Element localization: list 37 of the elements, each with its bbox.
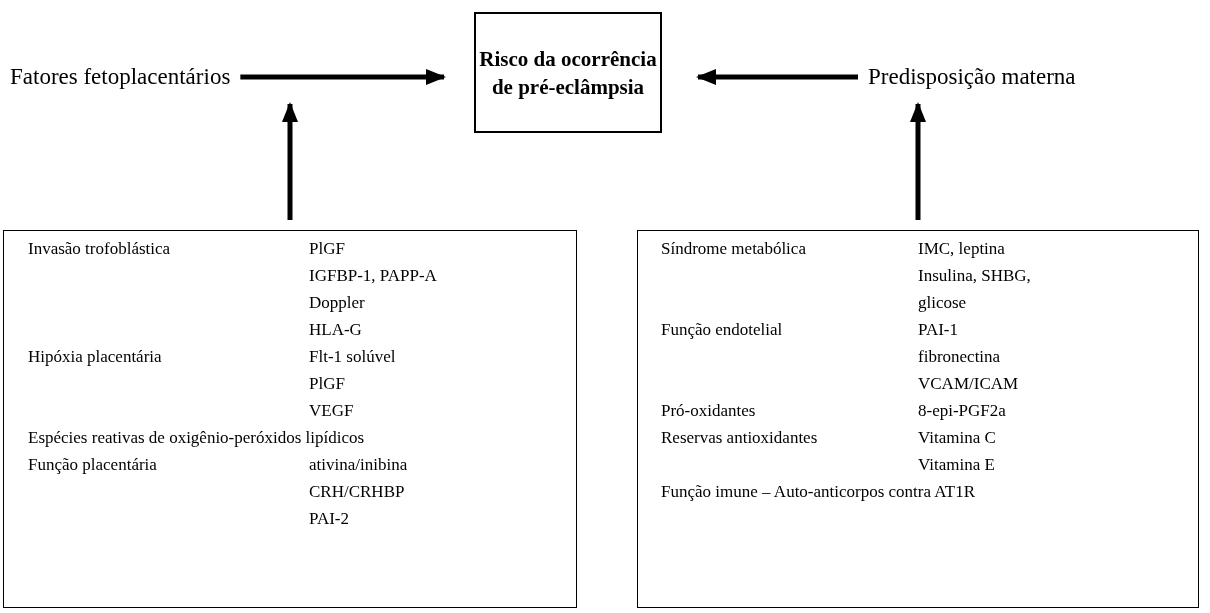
title-text: Risco da ocorrência de pré-eclâmpsia [478,45,658,101]
arrow [696,69,858,85]
factor-group-label: Fatores fetoplacentários [10,64,231,89]
marker-label: PAI-1 [918,319,959,341]
marker-label: VEGF [309,400,355,422]
marker-label: IGFBP-1, PAPP-A [309,265,438,287]
marker-label: Insulina, SHBG, glicose [918,265,1032,314]
marker-label: IMC, leptina [918,238,1006,260]
marker-label: PAI-2 [309,508,350,530]
factor-box [637,230,1199,608]
arrow [282,102,298,220]
marker-label: PlGF [309,373,346,395]
factor-group-label: Predisposição materna [868,64,1076,89]
marker-label: Flt-1 solúvel [309,346,397,368]
marker-label: PlGF [309,238,346,260]
marker-label: Vitamina C [918,427,997,449]
marker-label: ativina/inibina [309,454,409,476]
factor-label: Função imune – Auto-anticorpos contra AT1R [661,481,976,503]
marker-label: VCAM/ICAM [918,373,1020,395]
marker-label: 8-epi-PGF2a [918,400,1007,422]
marker-label: HLA-G [309,319,363,341]
arrow [910,102,926,220]
marker-label: CRH/CRHBP [309,481,406,503]
factor-label: Reservas antioxidantes [661,427,819,449]
factor-label: Síndrome metabólica [661,238,807,260]
marker-label: fibronectina [918,346,1002,368]
factor-label: Hipóxia placentária [28,346,163,368]
factor-box [3,230,577,608]
factor-label: Espécies reativas de oxigênio-peróxidos lipídicos [28,427,366,449]
arrow [240,69,446,85]
factor-label: Invasão trofoblástica [28,238,172,260]
factor-label: Função endotelial [661,319,784,341]
marker-label: Vitamina E [918,454,996,476]
outcome-box [474,12,662,133]
factor-label: Função placentária [28,454,158,476]
factor-label: Pró-oxidantes [661,400,757,422]
marker-label: Doppler [309,292,366,314]
